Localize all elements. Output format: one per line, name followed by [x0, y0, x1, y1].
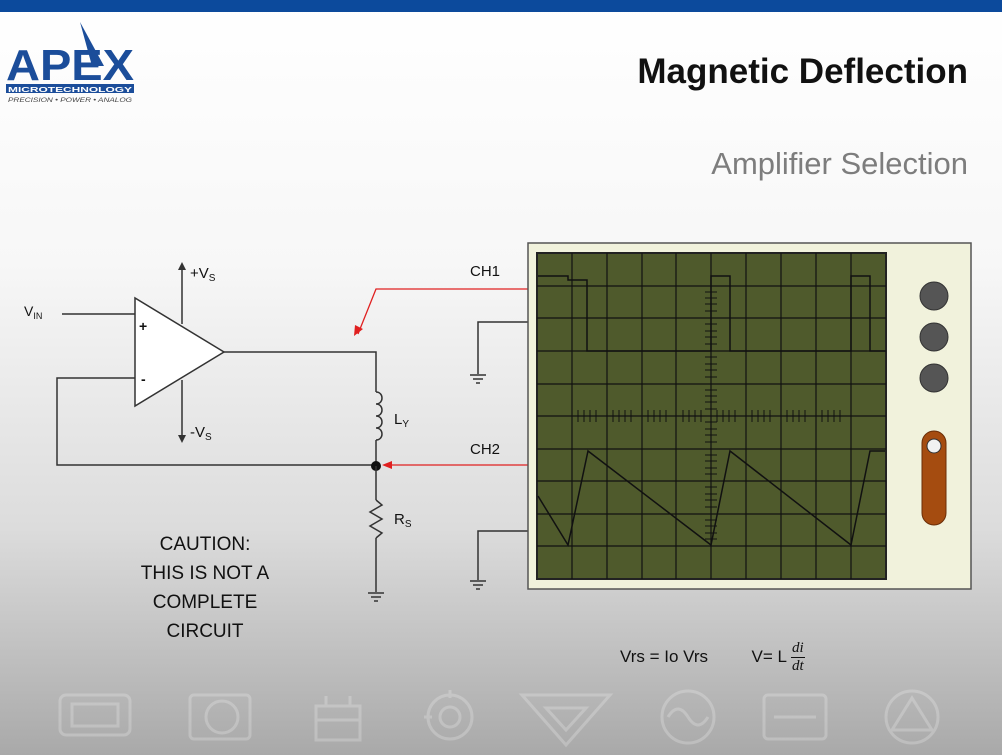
output-wire — [224, 351, 377, 392]
bulb-icon — [188, 693, 252, 741]
caution-line-1: CAUTION: — [159, 534, 251, 555]
resistor-icon — [58, 693, 132, 737]
formula-block: Vrs = Io Vrs V= L di dt — [620, 640, 805, 675]
opamp-triangle — [134, 296, 226, 408]
vplus-main: +V — [190, 265, 209, 282]
scope-knob-2[interactable] — [919, 322, 949, 352]
ly-sub: Y — [402, 419, 409, 430]
vminus-sub: S — [205, 432, 212, 443]
logo-swoosh — [80, 22, 104, 66]
logo-brand: APEX — [6, 41, 134, 90]
vin-label: VIN — [24, 303, 42, 321]
vminus-arrow — [178, 435, 186, 443]
watermark-icons — [58, 689, 940, 748]
sine-source-icon — [660, 689, 716, 745]
ch1-ground-lead — [477, 321, 528, 374]
formula-fraction: di dt — [791, 640, 805, 675]
ch1-label: CH1 — [470, 263, 500, 280]
scope-knob-1[interactable] — [919, 281, 949, 311]
vplus-sub: S — [209, 273, 216, 284]
formula-denominator: dt — [792, 658, 804, 674]
vin-sub: IN — [33, 311, 42, 321]
top-bar — [0, 0, 1002, 12]
ch2-sawtooth-trace — [537, 449, 885, 547]
logo-line2: PRECISION • POWER • ANALOG — [8, 98, 132, 104]
formula-vrs: Vrs = Io Vrs — [620, 646, 709, 666]
capacitor-icon — [762, 693, 828, 741]
ch2-probe-arrowhead — [382, 461, 392, 469]
rotary-icon — [424, 690, 474, 741]
ground-rs — [368, 592, 384, 602]
logo-line1: MICROTECHNOLOGY — [8, 85, 132, 94]
ground-ch1 — [470, 374, 486, 384]
rs-label: RS — [394, 511, 412, 530]
apex-logo: APEX MICROTECHNOLOGY PRECISION • POWER •… — [6, 22, 134, 104]
caution-note: CAUTION: THIS IS NOT A COMPLETE CIRCUIT — [110, 530, 300, 646]
transformer-icon — [314, 696, 362, 742]
opamp-minus-label: - — [141, 371, 146, 387]
vminus-label: -VS — [190, 424, 212, 443]
scope-slider-track[interactable] — [921, 430, 947, 526]
opamp-plus-label: + — [139, 318, 147, 334]
formula-v-lhs: V= L — [751, 646, 787, 666]
page-subtitle: Amplifier Selection — [711, 146, 968, 181]
rs-main: R — [394, 511, 405, 528]
feedback-wire — [56, 377, 376, 466]
ch1-probe-arrowhead — [354, 325, 363, 336]
triangle-circle-icon — [884, 689, 940, 745]
vminus-main: -V — [190, 424, 205, 441]
resistor-rs — [368, 499, 384, 539]
formula-numerator: di — [791, 640, 805, 658]
ch1-square-trace — [538, 275, 885, 352]
caution-line-3: COMPLETE — [152, 592, 258, 613]
caution-line-2: THIS IS NOT A — [140, 563, 270, 584]
ch1-probe-line — [357, 288, 528, 335]
ly-main: L — [394, 411, 402, 428]
vin-main: V — [24, 303, 34, 319]
circuit-diagram: + - VIN +VS -VS LY RS CH1 CH2 — [24, 242, 972, 602]
vplus-label: +VS — [190, 265, 216, 284]
ground-ch2 — [470, 580, 486, 590]
page-title: Magnetic Deflection — [637, 52, 968, 91]
rs-sub: S — [405, 519, 412, 530]
ch2-ground-lead — [477, 530, 528, 580]
logo-bar — [6, 84, 134, 93]
scope-slider-thumb[interactable] — [926, 438, 942, 454]
scope-knob-3[interactable] — [919, 363, 949, 393]
ch2-label: CH2 — [470, 441, 500, 458]
vplus-arrow — [178, 262, 186, 270]
inductor-ly — [375, 391, 383, 441]
caution-line-4: CIRCUIT — [166, 621, 244, 642]
ly-label: LY — [394, 411, 409, 430]
funnel-icon — [518, 693, 614, 748]
